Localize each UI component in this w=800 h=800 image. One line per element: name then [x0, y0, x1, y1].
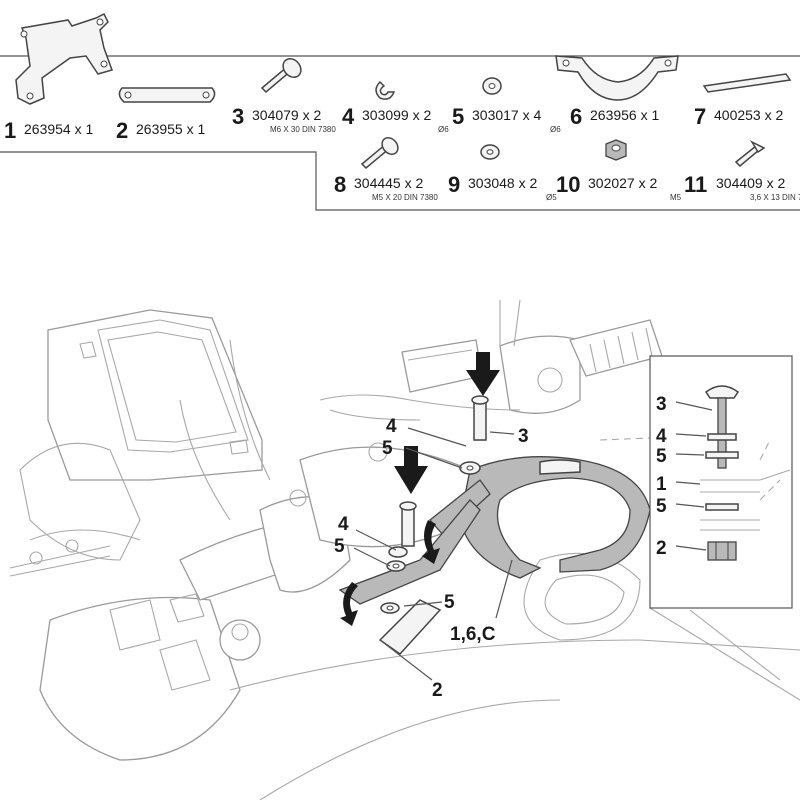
inset-label: 3	[656, 394, 667, 415]
inset-label: 2	[656, 538, 667, 559]
part-code: 303099 x 2	[362, 107, 431, 123]
callout-leaders	[353, 427, 515, 681]
callout-5-middle: 5	[334, 536, 345, 557]
part-number: 2	[116, 118, 128, 143]
callout-3-top: 3	[518, 426, 529, 447]
part-code: 304409 x 2	[716, 175, 785, 191]
part-code: 304079 x 2	[252, 107, 321, 123]
part-code: 303017 x 4	[472, 107, 541, 123]
washer-lower	[380, 602, 400, 614]
inset-detail	[649, 355, 793, 609]
part-spec: Ø6	[550, 125, 561, 134]
part-code: 263955 x 1	[136, 121, 205, 137]
callout-4-top: 4	[386, 416, 397, 437]
u-bracket-icon	[555, 55, 679, 101]
part-code: 263956 x 1	[590, 107, 659, 123]
part-spec: 3,6 X 13 DIN 7982	[750, 193, 800, 202]
link-bar-icon	[118, 87, 216, 103]
callout-2: 2	[432, 680, 443, 701]
parts-table-border	[0, 55, 800, 211]
part-number: 5	[452, 104, 464, 129]
screw-middle	[399, 501, 417, 547]
flat-washer-icon	[482, 77, 502, 95]
nut-m5-icon	[605, 139, 627, 161]
arrow-down-icon	[394, 446, 428, 494]
split-washer-icon	[375, 80, 396, 100]
curved-arrow-icon	[422, 520, 440, 564]
part-number: 3	[232, 104, 244, 129]
self-tapping-screw-icon	[734, 140, 766, 168]
part-spec: M5 X 20 DIN 7380	[372, 193, 438, 202]
callout-5-lower: 5	[444, 592, 455, 613]
inset-label: 5	[656, 446, 667, 467]
plate-bracket-icon	[15, 12, 113, 105]
tank-ring-assembly	[429, 456, 651, 579]
part-number: 9	[448, 172, 460, 197]
screw-m6-icon	[260, 58, 302, 94]
callout-1-6-c: 1,6,C	[450, 624, 496, 645]
washer-top	[459, 461, 481, 475]
motorcycle-sketch	[9, 299, 800, 800]
part-spec: Ø5	[546, 193, 557, 202]
arrow-down-icon	[466, 352, 500, 396]
part-code: 303048 x 2	[468, 175, 537, 191]
washer-m5-icon	[480, 144, 500, 160]
front-bracket	[338, 499, 481, 655]
inset-label: 5	[656, 496, 667, 517]
part-code: 304445 x 2	[354, 175, 423, 191]
part-number: 8	[334, 172, 346, 197]
part-spec: Ø6	[438, 125, 449, 134]
callout-5-top: 5	[382, 438, 393, 459]
curved-arrow-icon	[340, 582, 358, 626]
part-code: 263954 x 1	[24, 121, 93, 137]
part-code: 400253 x 2	[714, 107, 783, 123]
part-number: 1	[4, 118, 16, 143]
part-number: 4	[342, 104, 355, 129]
inset-label: 4	[656, 426, 667, 447]
adhesive-strip-icon	[702, 73, 792, 93]
part-labels: 1 263954 x 1 2 263955 x 1 3 304079 x 2 M6 X 30…	[4, 104, 800, 202]
part-number: 7	[694, 104, 706, 129]
part-code: 302027 x 2	[588, 175, 657, 191]
part-spec: M6 X 30 DIN 7380	[270, 125, 336, 134]
part-number: 10	[556, 172, 580, 197]
part-spec: M5	[670, 193, 682, 202]
part-number: 11	[684, 172, 707, 197]
screw-top	[471, 395, 489, 441]
washer-middle	[386, 546, 408, 572]
inset-label: 1	[656, 474, 667, 495]
screw-m5-icon	[360, 137, 399, 170]
callout-4-middle: 4	[338, 514, 349, 535]
part-number: 6	[570, 104, 582, 129]
